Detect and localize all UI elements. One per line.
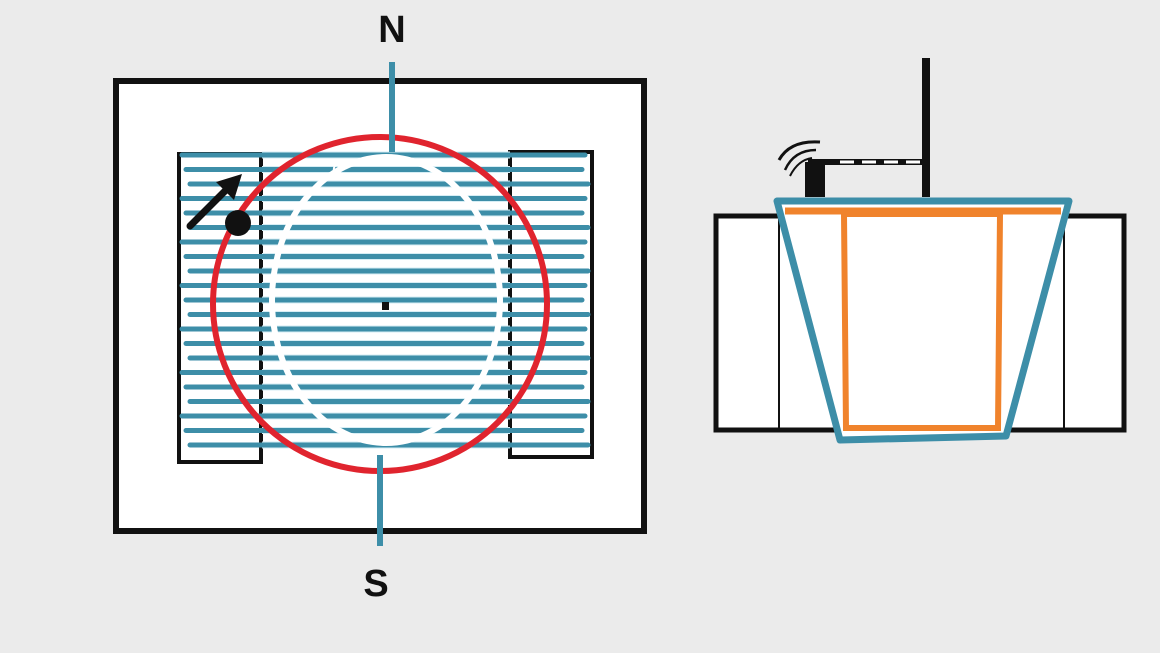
top-view-figure: N S	[113, 9, 647, 605]
small-scribble	[332, 162, 342, 179]
north-label: N	[378, 9, 405, 51]
direction-arrow-icon	[186, 174, 242, 230]
south-label: S	[363, 563, 388, 605]
orange-inner-rect	[840, 211, 1004, 431]
rotation-marks-icon	[777, 140, 821, 177]
small-post	[805, 162, 825, 197]
field-lines	[179, 152, 591, 448]
center-mark	[382, 302, 389, 310]
right-pole-block	[508, 150, 594, 459]
side-view-figure	[713, 58, 1127, 444]
marker-dot	[225, 210, 251, 236]
inner-ellipse	[269, 154, 503, 446]
